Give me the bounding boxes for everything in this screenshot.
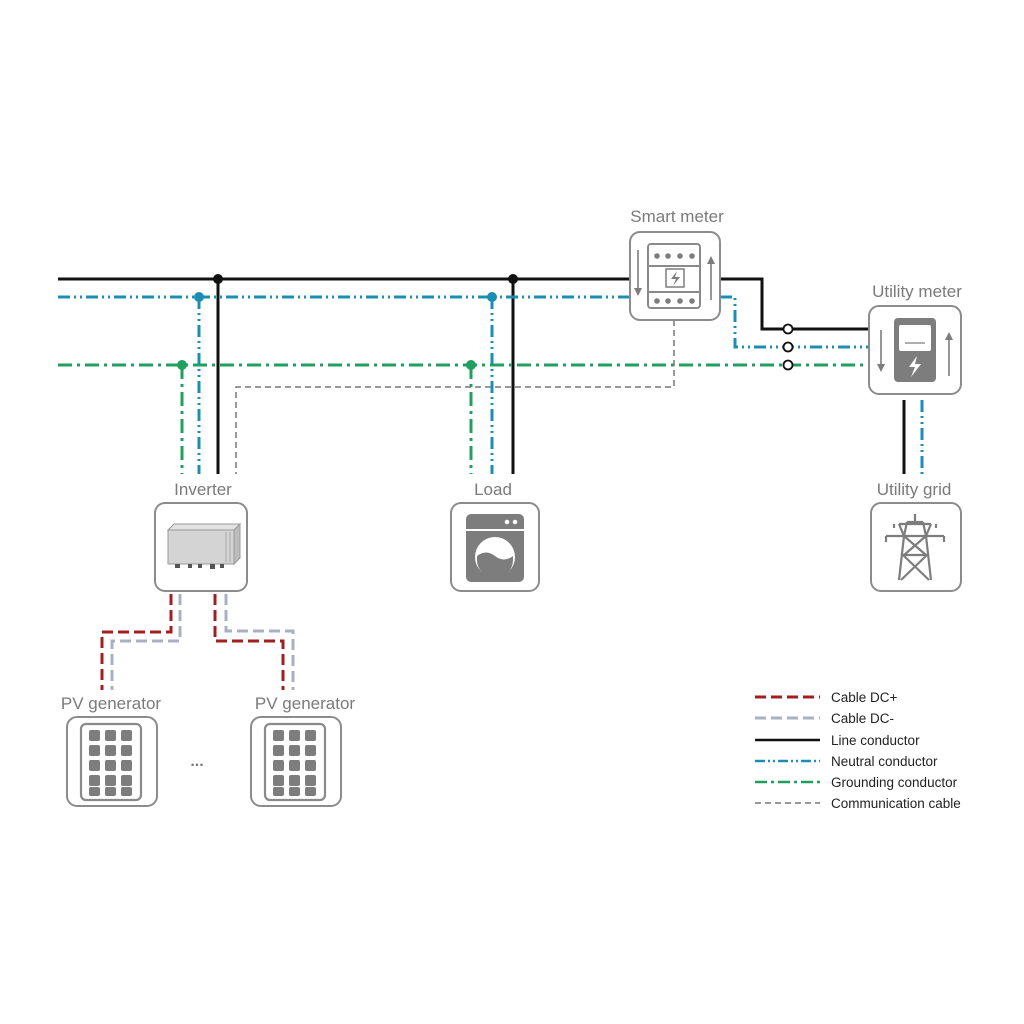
down-arrow-icon xyxy=(877,330,885,372)
neutral-conductor-wires xyxy=(58,295,924,474)
inverter-icon xyxy=(166,522,242,569)
dc-minus-cables xyxy=(110,594,295,690)
legend-item-dc-minus: Cable DC- xyxy=(755,711,894,726)
up-arrow-icon xyxy=(707,256,715,300)
smart-meter[interactable]: Smart meter xyxy=(629,207,724,321)
legend-label: Grounding conductor xyxy=(831,775,958,790)
legend-label: Line conductor xyxy=(831,733,920,748)
smart-meter-label: Smart meter xyxy=(630,207,724,226)
dc-plus-cables xyxy=(100,594,285,690)
up-arrow-icon xyxy=(945,332,953,376)
pv-generator-1[interactable]: PV generator xyxy=(61,694,162,807)
pv-generator-2[interactable]: PV generator xyxy=(250,694,356,807)
legend-item-communication-cable: Communication cable xyxy=(755,796,961,811)
grounding-conductor-wires xyxy=(58,363,870,474)
legend-label: Cable DC- xyxy=(831,711,894,726)
utility-grid[interactable]: Utility grid xyxy=(870,480,962,592)
legend-label: Neutral conductor xyxy=(831,754,938,769)
down-arrow-icon xyxy=(634,250,642,296)
smart-meter-icon xyxy=(647,243,701,309)
legend-label: Communication cable xyxy=(831,796,961,811)
legend-item-grounding-conductor: Grounding conductor xyxy=(755,775,958,790)
legend-item-line-conductor: Line conductor xyxy=(755,733,920,748)
utility-meter[interactable]: Utility meter xyxy=(868,282,962,395)
load[interactable]: Load xyxy=(450,480,540,592)
communication-cable xyxy=(235,320,675,474)
load-label: Load xyxy=(474,480,512,499)
inverter[interactable]: Inverter xyxy=(154,480,248,592)
legend: Cable DC+ Cable DC- Line conductor Neutr… xyxy=(755,690,961,811)
pv-generator-1-label: PV generator xyxy=(61,694,162,713)
inverter-label: Inverter xyxy=(174,480,232,499)
utility-meter-icon xyxy=(894,318,936,382)
solar-panel-icon xyxy=(79,722,143,802)
washing-machine-icon xyxy=(466,514,524,582)
line-conductor-wires xyxy=(58,277,906,474)
ellipsis-text: ... xyxy=(190,753,203,770)
legend-label: Cable DC+ xyxy=(831,690,898,705)
legend-item-dc-plus: Cable DC+ xyxy=(755,690,898,705)
pv-generator-2-label: PV generator xyxy=(255,694,356,713)
open-terminals xyxy=(782,323,794,371)
legend-item-neutral-conductor: Neutral conductor xyxy=(755,754,938,769)
power-pylon-icon xyxy=(884,514,946,581)
junction-dots xyxy=(177,274,518,370)
utility-grid-label: Utility grid xyxy=(877,480,952,499)
utility-meter-label: Utility meter xyxy=(872,282,962,301)
solar-panel-icon xyxy=(263,722,327,802)
